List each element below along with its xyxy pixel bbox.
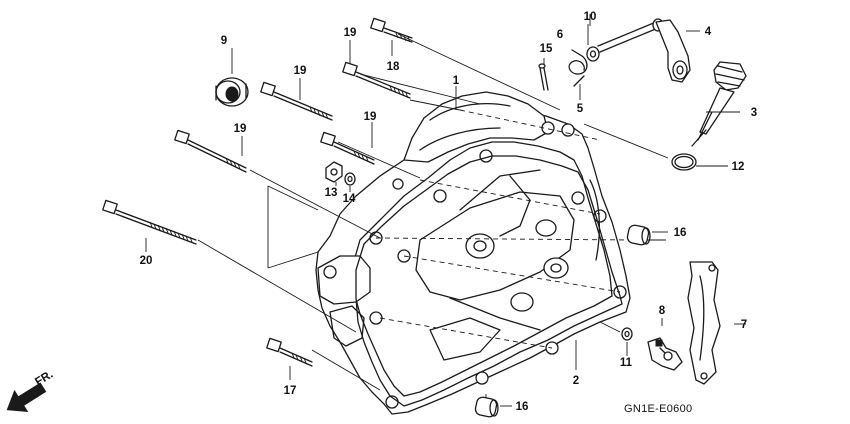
neutral-switch-8 [647,337,683,371]
callout-20: 20 [140,255,153,267]
shift-arm-4 [597,18,691,83]
callout-19-middle: 19 [364,111,377,123]
callout-labels: 1 2 3 4 5 6 7 8 9 10 11 12 13 14 15 16 1… [140,11,758,413]
bolt-19-middle [320,131,375,165]
washer-14 [344,172,356,186]
callout-8: 8 [659,305,666,317]
callout-5: 5 [577,103,584,115]
washer-11 [621,327,633,341]
gasket [355,155,623,407]
o-ring-12 [671,153,697,171]
reference-lines [197,33,669,404]
callout-3: 3 [751,107,757,119]
callout-7: 7 [741,319,747,331]
front-direction-indicator: FR. [6,369,55,412]
leader-lines [145,14,746,407]
callout-10: 10 [584,11,597,23]
bolt-group [102,17,413,367]
dowel-16-lower [474,396,499,418]
callout-19-long: 19 [234,123,247,135]
callout-18: 18 [387,61,400,73]
callout-19-top: 19 [344,27,357,39]
callout-4: 4 [705,26,712,38]
dipstick-3 [691,61,747,147]
diagram-code: GN1E-E0600 [624,403,692,415]
callout-19-left: 19 [294,65,307,77]
callout-1: 1 [453,75,460,87]
dowel-16-upper [626,224,651,246]
nut-13 [325,161,343,183]
oil-seal-9 [215,77,249,107]
callout-16-lower: 16 [516,401,529,413]
crankcase-cover [315,91,631,415]
bolt-19-long [174,129,247,173]
washer-10 [586,46,600,62]
bolt-19-upper [342,61,411,99]
callout-11: 11 [620,357,633,369]
pin-15 [538,63,549,91]
bolt-17 [266,337,313,367]
callout-17: 17 [284,385,297,397]
spring-6 [568,49,588,87]
callout-9: 9 [221,35,227,47]
bolt-20 [102,199,197,245]
callout-14: 14 [343,193,356,205]
callout-16-upper: 16 [674,227,687,239]
callout-2: 2 [573,375,579,387]
bolt-18 [370,17,413,43]
plate-7 [687,261,721,385]
bolt-19-left [260,81,333,121]
callout-12: 12 [732,161,745,173]
callout-15: 15 [540,43,553,55]
front-arrow-icon [6,382,47,412]
callout-6: 6 [557,29,563,41]
callout-13: 13 [325,187,338,199]
